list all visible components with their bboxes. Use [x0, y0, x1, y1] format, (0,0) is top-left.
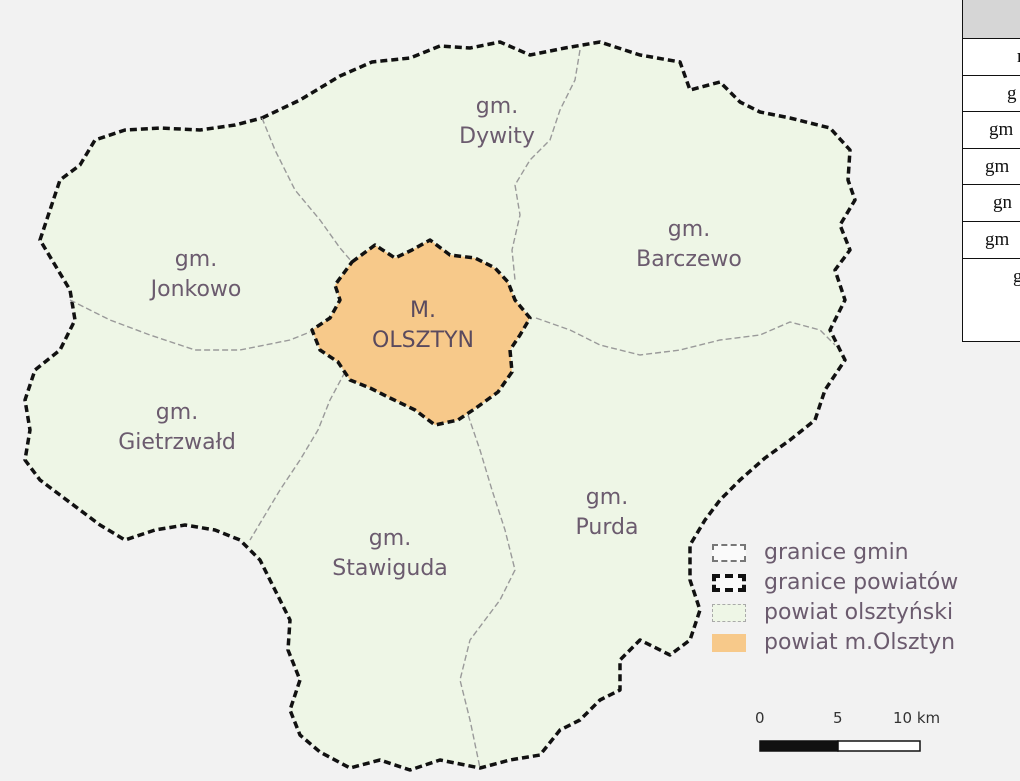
- legend-swatch-granice-powiatow: [712, 574, 746, 592]
- region-label-stawiguda: gm. Stawiguda: [332, 526, 448, 581]
- olsztyn-city-area: [310, 238, 532, 427]
- legend-label: granice powiatów: [764, 570, 959, 595]
- region-label-dywity: gm. Dywity: [459, 94, 535, 149]
- legend-label: granice gmin: [764, 540, 909, 565]
- scale-tick-0: 0: [755, 709, 765, 727]
- legend-swatch-powiat-m-olsztyn: [712, 634, 746, 652]
- legend-swatch-powiat-olsztynski: [712, 604, 746, 622]
- data-table: m g gm gm gn gm g: [962, 0, 1020, 342]
- legend-label: powiat olsztyński: [764, 600, 954, 625]
- table-row: m: [963, 39, 1020, 76]
- scale-bar: [759, 740, 921, 752]
- table-row: gn: [963, 185, 1020, 222]
- table-row: g: [963, 76, 1020, 113]
- scale-tick-5: 5: [833, 709, 843, 727]
- table-header: [963, 0, 1020, 39]
- table-row: gm: [963, 112, 1020, 149]
- scale-tick-10: 10 km: [893, 709, 941, 727]
- region-label-barczewo: gm. Barczewo: [636, 217, 742, 272]
- table-row: gm: [963, 222, 1020, 259]
- legend-swatch-granice-gmin: [712, 544, 746, 562]
- region-label-gietrzwald: gm. Gietrzwałd: [118, 400, 236, 455]
- table-row: g: [1013, 265, 1020, 287]
- region-label-purda: gm. Purda: [575, 485, 639, 540]
- region-label-jonkowo: gm. Jonkowo: [150, 247, 242, 302]
- gmina-boundaries: [69, 49, 836, 769]
- region-label-olsztyn: M. OLSZTYN: [372, 298, 474, 353]
- legend-label: powiat m.Olsztyn: [764, 630, 956, 655]
- table-row: gm: [963, 149, 1020, 186]
